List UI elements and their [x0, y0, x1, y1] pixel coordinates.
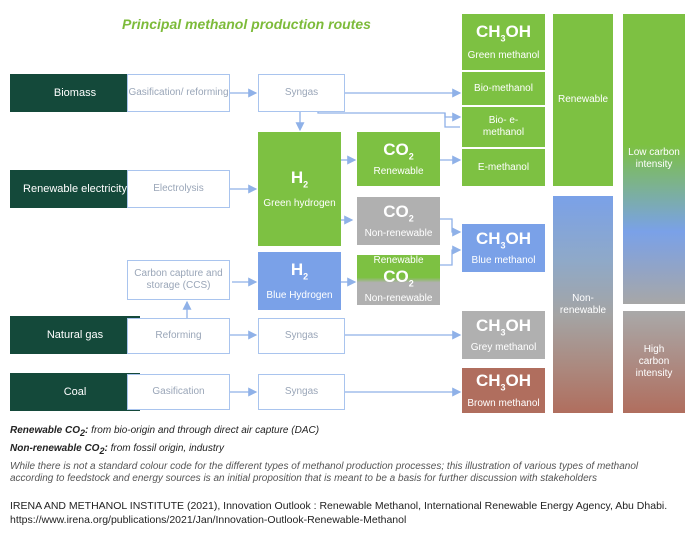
- process-gasification-reforming: Gasification/ reforming: [127, 74, 230, 112]
- process-syngas-coal: Syngas: [258, 374, 345, 410]
- green-hydrogen-label: Green hydrogen: [263, 198, 336, 210]
- citation-url[interactable]: https://www.irena.org/publications/2021/…: [10, 514, 407, 526]
- co2-nonrenewable-formula: CO2: [383, 201, 414, 224]
- co2-mixed-top-label: Renewable: [373, 254, 424, 266]
- grey-methanol-label: Grey methanol: [470, 342, 537, 354]
- e-methanol-box: E-methanol: [462, 149, 545, 186]
- citation-line-1: IRENA AND METHANOL INSTITUTE (2021), Inn…: [10, 500, 668, 512]
- blue-hydrogen-formula: H2: [290, 259, 309, 282]
- renewable-column: Renewable: [553, 14, 613, 186]
- co2-nonrenewable-box: CO2 Non-renewable: [357, 197, 440, 245]
- brown-methanol-label: Brown methanol: [467, 397, 540, 409]
- disclaimer-note: While there is not a standard colour cod…: [10, 461, 639, 484]
- methanol-formula-green: CH3OH: [475, 21, 532, 44]
- process-syngas-biomass: Syngas: [258, 74, 345, 112]
- co2-nonrenewable-label: Non-renewable: [364, 228, 433, 240]
- co2-mixed-box: Renewable CO2 Non-renewable: [357, 255, 440, 305]
- methanol-formula-grey: CH3OH: [475, 315, 532, 338]
- blue-methanol-box: CH3OH Blue methanol: [462, 224, 545, 272]
- source-renewable-electricity: Renewable electricity: [10, 170, 140, 208]
- high-carbon-column: High carbon intensity: [623, 311, 685, 413]
- green-hydrogen-formula: H2: [290, 167, 309, 190]
- green-methanol-box: CH3OH Green methanol: [462, 14, 545, 70]
- co2-mixed-bottom-label: Non-renewable: [364, 293, 433, 305]
- bio-methanol-box: Bio-methanol: [462, 72, 545, 105]
- brown-methanol-box: CH3OH Brown methanol: [462, 368, 545, 413]
- blue-hydrogen-label: Blue Hydrogen: [266, 290, 333, 302]
- green-hydrogen-box: H2 Green hydrogen: [258, 132, 341, 246]
- non-renewable-column: Non- renewable: [553, 196, 613, 413]
- blue-methanol-label: Blue methanol: [471, 255, 536, 267]
- co2-renewable-formula: CO2: [383, 139, 414, 162]
- bio-e-methanol-box: Bio- e-methanol: [462, 107, 545, 147]
- note-renewable-co2-definition: from bio-origin and through direct air c…: [88, 425, 320, 436]
- process-syngas-natural-gas: Syngas: [258, 318, 345, 354]
- process-ccs: Carbon capture and storage (CCS): [127, 260, 230, 300]
- note-nonrenewable-co2-definition: from fossil origin, industry: [107, 443, 224, 454]
- grey-methanol-box: CH3OH Grey methanol: [462, 311, 545, 359]
- methanol-formula-blue: CH3OH: [475, 228, 532, 251]
- co2-renewable-label: Renewable: [373, 166, 424, 178]
- co2-renewable-box: CO2 Renewable: [357, 132, 440, 186]
- note-renewable-co2: Renewable CO2: from bio-origin and throu…: [10, 425, 320, 438]
- green-methanol-label: Green methanol: [467, 50, 540, 62]
- process-gasification: Gasification: [127, 374, 230, 410]
- source-natural-gas: Natural gas: [10, 316, 140, 354]
- process-electrolysis: Electrolysis: [127, 170, 230, 208]
- process-reforming: Reforming: [127, 318, 230, 354]
- blue-hydrogen-box: H2 Blue Hydrogen: [258, 252, 341, 310]
- source-biomass: Biomass: [10, 74, 140, 112]
- source-coal: Coal: [10, 373, 140, 411]
- low-carbon-column: Low carbon intensity: [623, 14, 685, 304]
- methanol-formula-brown: CH3OH: [475, 371, 532, 393]
- diagram-title: Principal methanol production routes: [122, 16, 371, 32]
- note-nonrenewable-co2: Non-renewable CO2: from fossil origin, i…: [10, 443, 224, 456]
- co2-mixed-formula: CO2: [383, 266, 414, 289]
